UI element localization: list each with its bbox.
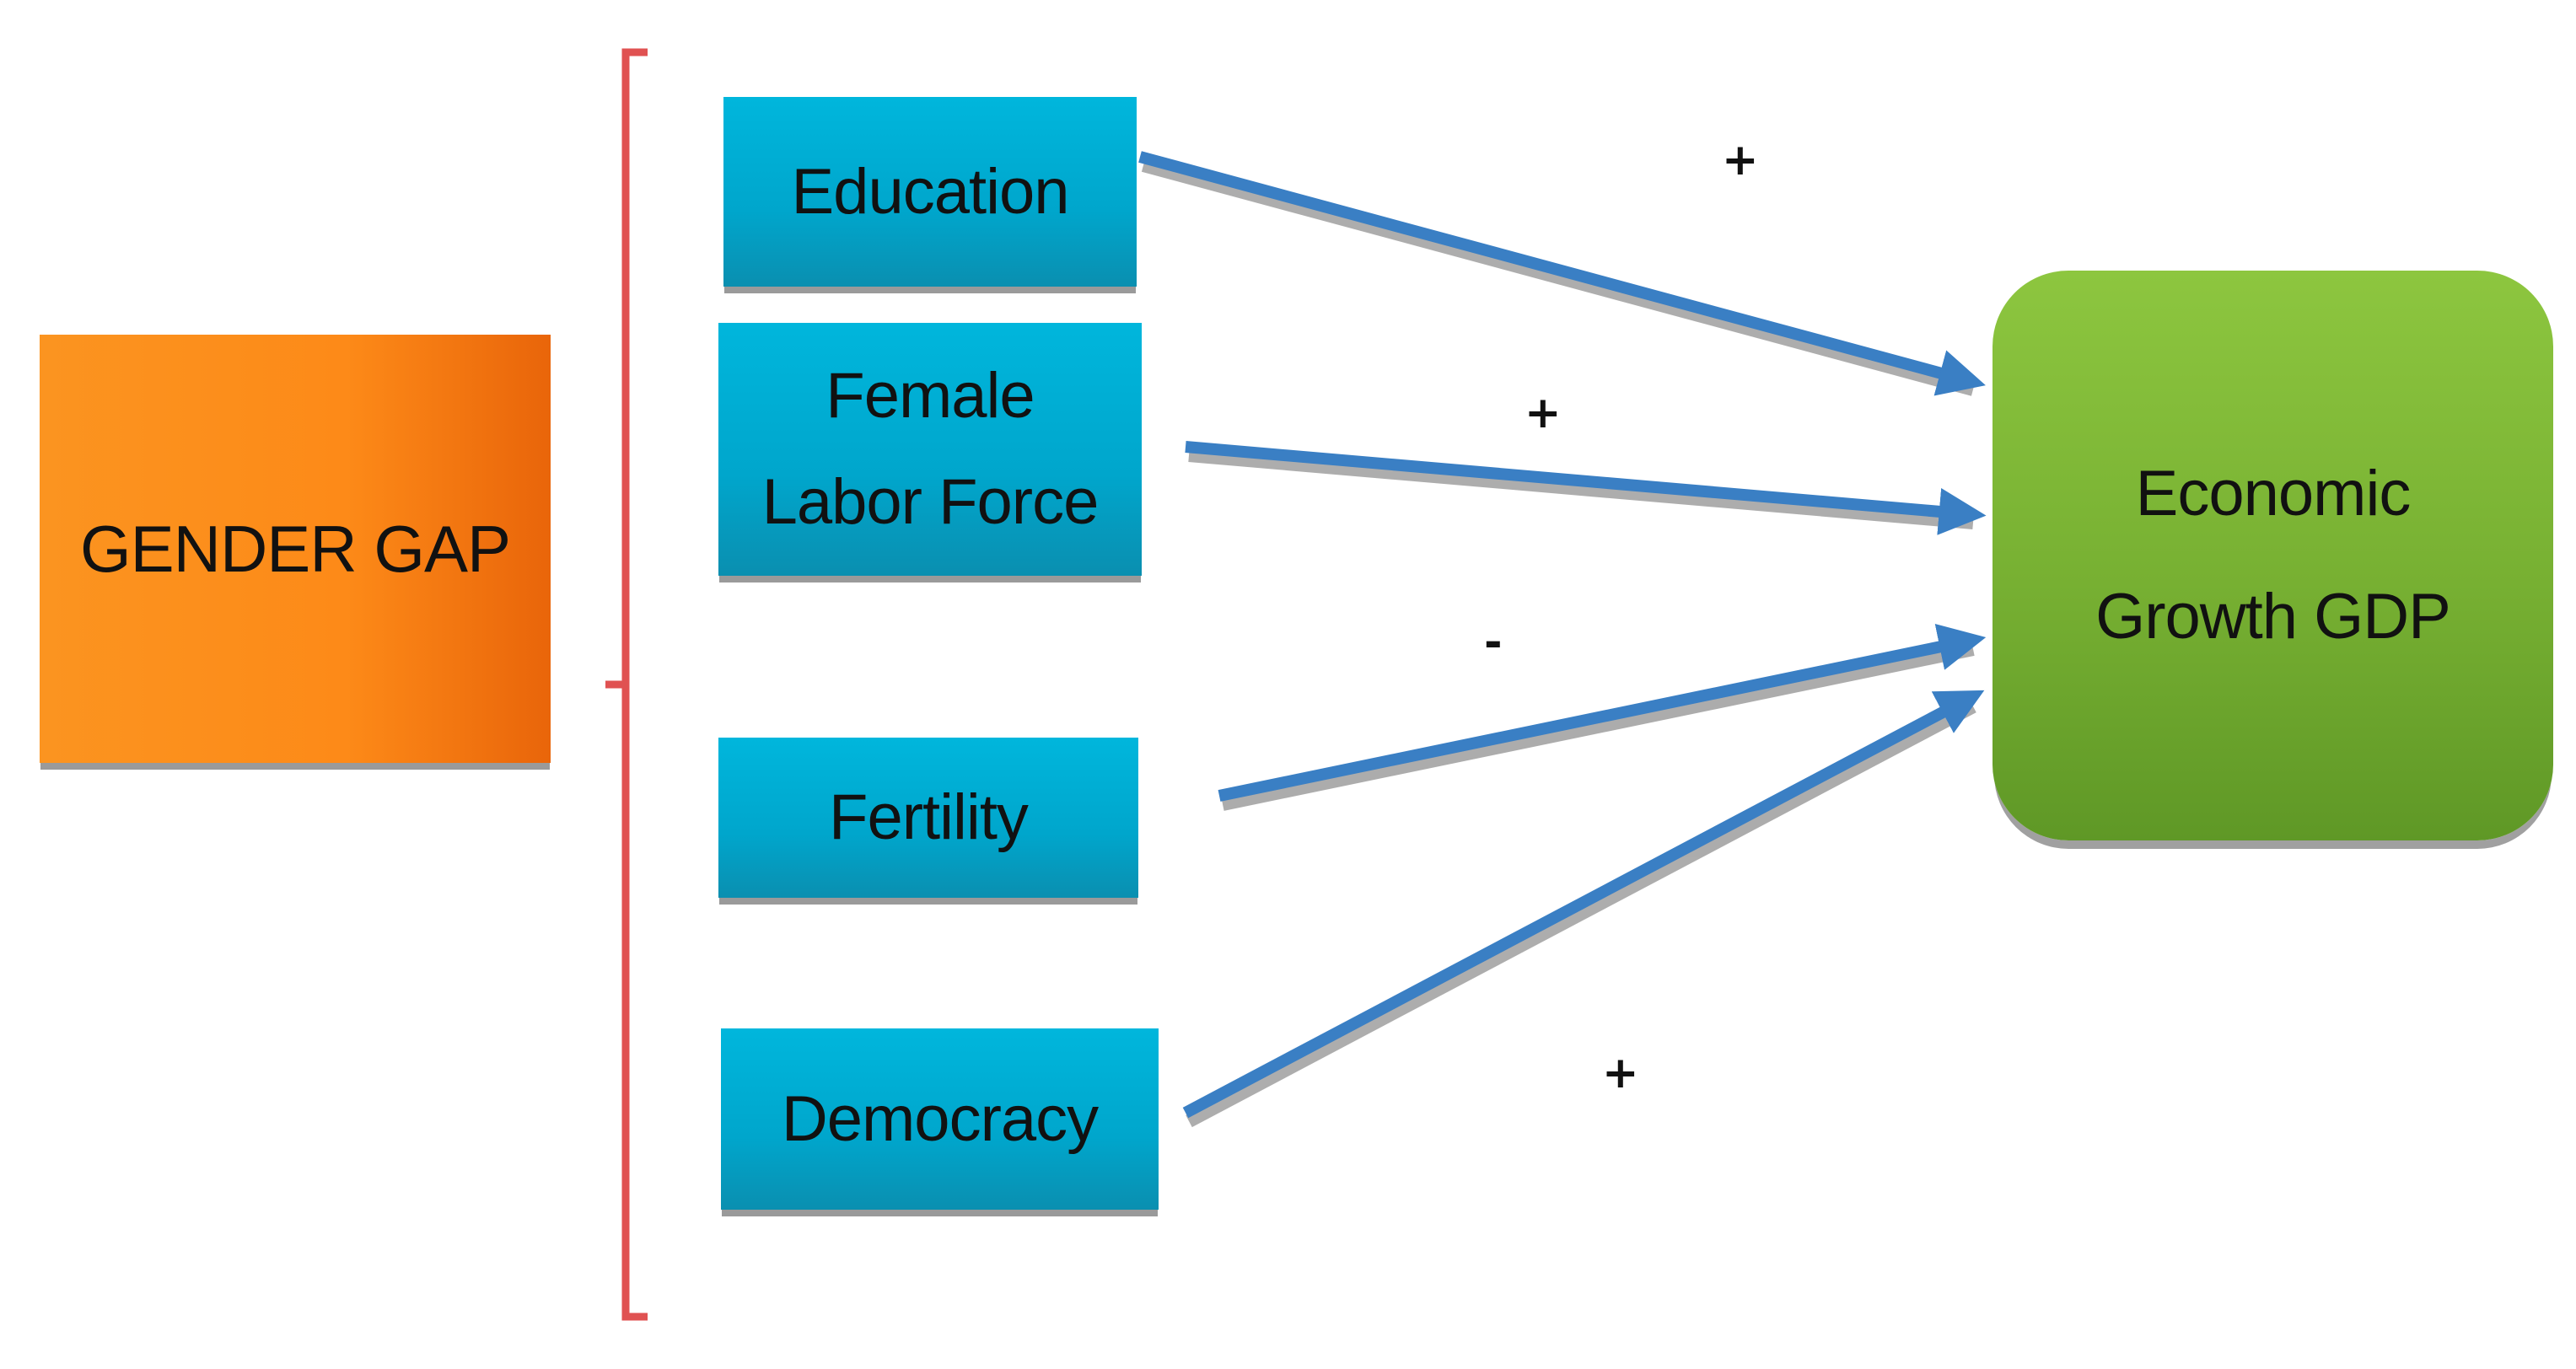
factor-female-labor-force-label-line-2: Labor Force bbox=[761, 466, 1100, 538]
effect-sign-fertility: - bbox=[1484, 617, 1503, 668]
effect-sign-education: + bbox=[1722, 135, 1759, 185]
arrow-education-to-gdp bbox=[1138, 151, 1986, 396]
economic-growth-gdp-box: Economic Growth GDP bbox=[1993, 271, 2553, 840]
factor-fertility-label: Fertility bbox=[829, 781, 1029, 853]
gender-gap-box: GENDER GAP bbox=[40, 335, 551, 763]
arrow-fertility-to-gdp bbox=[1218, 623, 1987, 802]
factor-education-label: Education bbox=[791, 155, 1069, 228]
economic-growth-label-line-1: Economic bbox=[2135, 458, 2412, 529]
factor-female-labor-force-label-line-1: Female bbox=[826, 360, 1035, 432]
factor-democracy-box: Democracy bbox=[721, 1028, 1159, 1210]
arrow-labor-force-to-gdp bbox=[1185, 441, 1987, 535]
effect-sign-democracy: + bbox=[1602, 1048, 1639, 1098]
factor-female-labor-force-box: Female Labor Force bbox=[718, 323, 1142, 576]
arrow-democracy-to-gdp bbox=[1182, 690, 1985, 1119]
factor-education-box: Education bbox=[723, 97, 1137, 287]
economic-growth-label-line-2: Growth GDP bbox=[2095, 581, 2451, 652]
factor-democracy-label: Democracy bbox=[781, 1082, 1099, 1155]
effect-sign-female-labor-force: + bbox=[1525, 388, 1562, 438]
gender-gap-label: GENDER GAP bbox=[79, 511, 511, 586]
grouping-bracket bbox=[605, 48, 648, 1321]
factor-fertility-box: Fertility bbox=[718, 738, 1138, 898]
